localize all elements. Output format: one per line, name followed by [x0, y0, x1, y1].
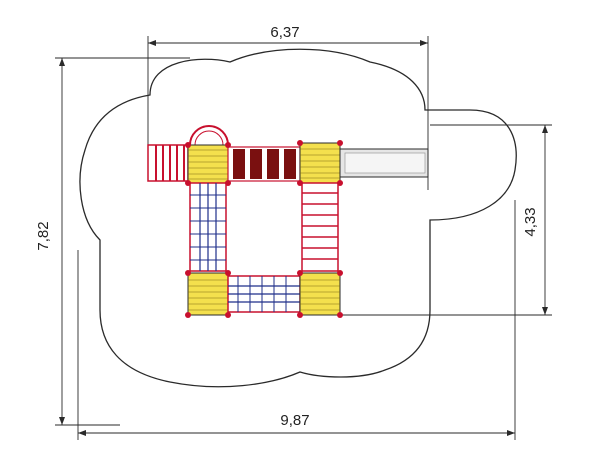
right-height-label: 4,33 — [522, 207, 539, 236]
total-height-dimension: 7,82 — [35, 57, 190, 426]
right-ladder — [301, 182, 339, 272]
top-width-dimension: 6,37 — [147, 24, 429, 190]
tower-top-right — [299, 142, 341, 184]
tower-bottom-left — [187, 272, 229, 316]
tower-top-left — [187, 125, 229, 184]
left-ladder — [147, 144, 189, 182]
slide — [339, 148, 429, 178]
top-bridge — [227, 146, 301, 182]
posts — [185, 140, 343, 318]
left-net — [189, 182, 227, 272]
tower-bottom-right — [299, 272, 341, 316]
total-width-label: 9,87 — [280, 412, 309, 429]
top-width-label: 6,37 — [270, 24, 299, 41]
bottom-net — [227, 275, 301, 313]
total-width-dimension: 9,87 — [77, 200, 516, 440]
right-height-dimension: 4,33 — [340, 124, 552, 316]
total-height-label: 7,82 — [35, 221, 52, 250]
playground-structure-icon — [147, 125, 429, 318]
safety-zone-outline — [79, 48, 517, 388]
